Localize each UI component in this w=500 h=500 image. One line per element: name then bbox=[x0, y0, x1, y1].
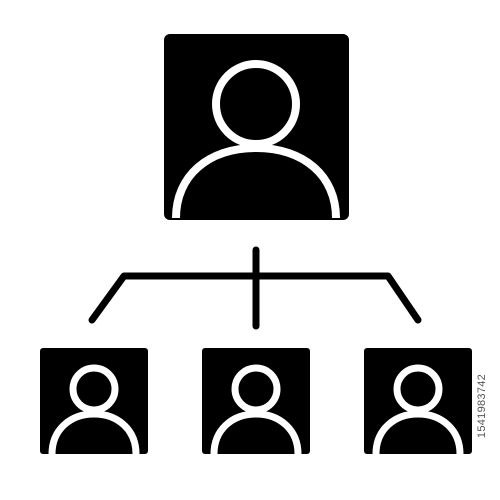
left-person-body-icon bbox=[48, 410, 140, 455]
right-person-head-icon bbox=[393, 364, 443, 414]
right-person-body-icon bbox=[372, 410, 464, 455]
middle-person-head-icon bbox=[231, 364, 281, 414]
top-person-card bbox=[164, 34, 349, 220]
top-person-body-icon bbox=[172, 143, 340, 219]
right-person-card bbox=[364, 348, 472, 455]
left-person-card bbox=[40, 348, 148, 455]
middle-person-body-icon bbox=[210, 410, 302, 455]
middle-person-card bbox=[202, 348, 310, 455]
left-person-head-icon bbox=[69, 364, 119, 414]
connector-lines bbox=[88, 246, 422, 330]
stock-id-label: 1541983742 bbox=[475, 373, 488, 439]
